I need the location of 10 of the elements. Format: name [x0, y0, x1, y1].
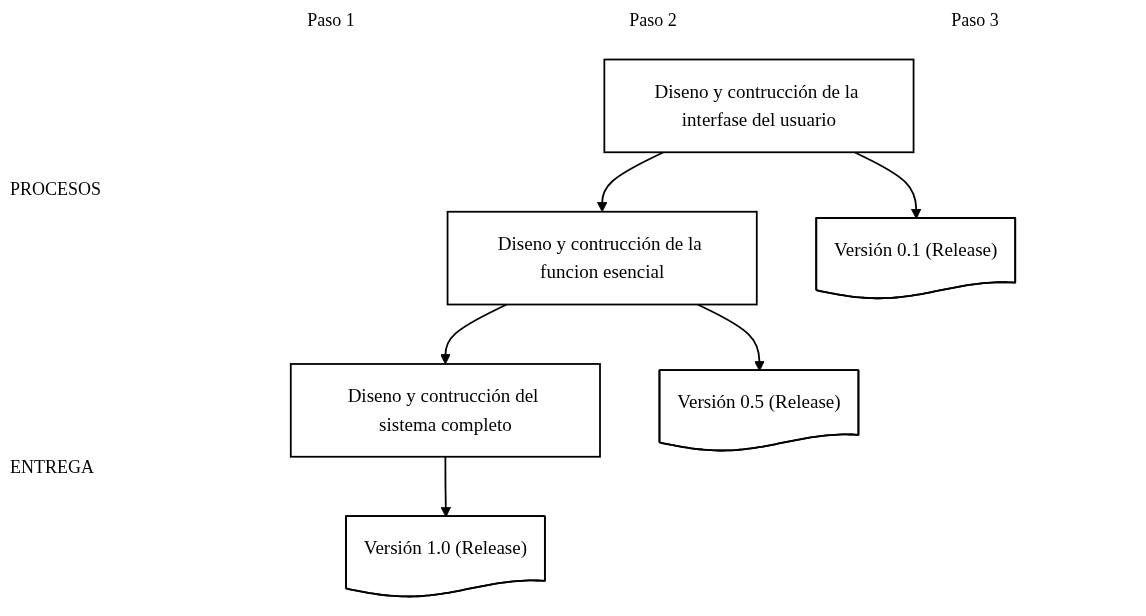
step-heading: Paso 2 — [629, 10, 677, 32]
arrow — [596, 151, 665, 213]
arrow — [440, 303, 508, 365]
row-heading: ENTREGA — [10, 456, 95, 478]
row-heading: PROCESOS — [10, 178, 103, 200]
step-heading: Paso 1 — [307, 10, 355, 32]
node-box: Diseno y contrucción del sistema completo — [289, 363, 601, 458]
node-box: Diseno y contrucción de la interfase del usuario — [603, 58, 915, 154]
node-box: Diseno y contrucción de la funcion esencial — [446, 210, 758, 306]
step-heading: Paso 3 — [951, 10, 999, 32]
